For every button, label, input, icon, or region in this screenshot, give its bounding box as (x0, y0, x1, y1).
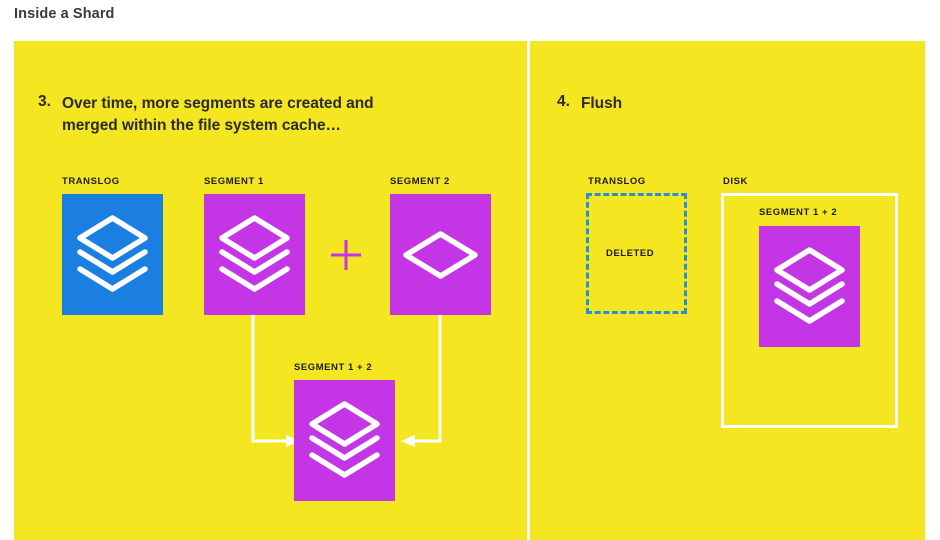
label-segment-1: SEGMENT 1 (204, 176, 264, 187)
single-diamond-icon (403, 231, 478, 279)
step-4-number: 4. (557, 93, 570, 110)
layers-stack-icon (77, 215, 148, 292)
dashed-empty-box-icon (586, 193, 687, 314)
panel-step-3: 3. Over time, more segments are created … (14, 41, 527, 540)
label-translog-deleted: TRANSLOG (588, 176, 646, 187)
tile-translog (62, 194, 163, 315)
disk-frame-icon (721, 193, 898, 428)
layers-stack-icon (774, 247, 845, 324)
label-disk: DISK (723, 176, 748, 187)
diagram-canvas: 3. Over time, more segments are created … (14, 41, 925, 540)
label-translog: TRANSLOG (62, 176, 120, 187)
label-disk-segment-1-plus-2: SEGMENT 1 + 2 (759, 207, 838, 218)
tile-segment-1 (204, 194, 305, 315)
plus-operator-icon (328, 237, 364, 273)
tile-segment-2 (390, 194, 491, 315)
label-segment-1-plus-2: SEGMENT 1 + 2 (294, 362, 373, 373)
panel-divider (527, 41, 530, 540)
panel-step-4: 4. Flush TRANSLOG DELETED DISK SEGMENT 1… (530, 41, 925, 540)
layers-stack-icon (309, 401, 380, 478)
page-title: Inside a Shard (14, 6, 115, 22)
step-4-title-line-1: Flush (581, 95, 623, 112)
step-3-title-line-2: merged within the file system cache… (62, 117, 342, 134)
tile-segment-1-plus-2 (294, 380, 395, 501)
label-segment-2: SEGMENT 2 (390, 176, 450, 187)
status-badge-deleted: DELETED (606, 248, 655, 259)
step-3-number: 3. (38, 93, 51, 110)
layers-stack-icon (219, 215, 290, 292)
tile-disk-segment-1-plus-2 (759, 226, 860, 347)
step-3-title-line-1: Over time, more segments are created and (62, 95, 374, 112)
